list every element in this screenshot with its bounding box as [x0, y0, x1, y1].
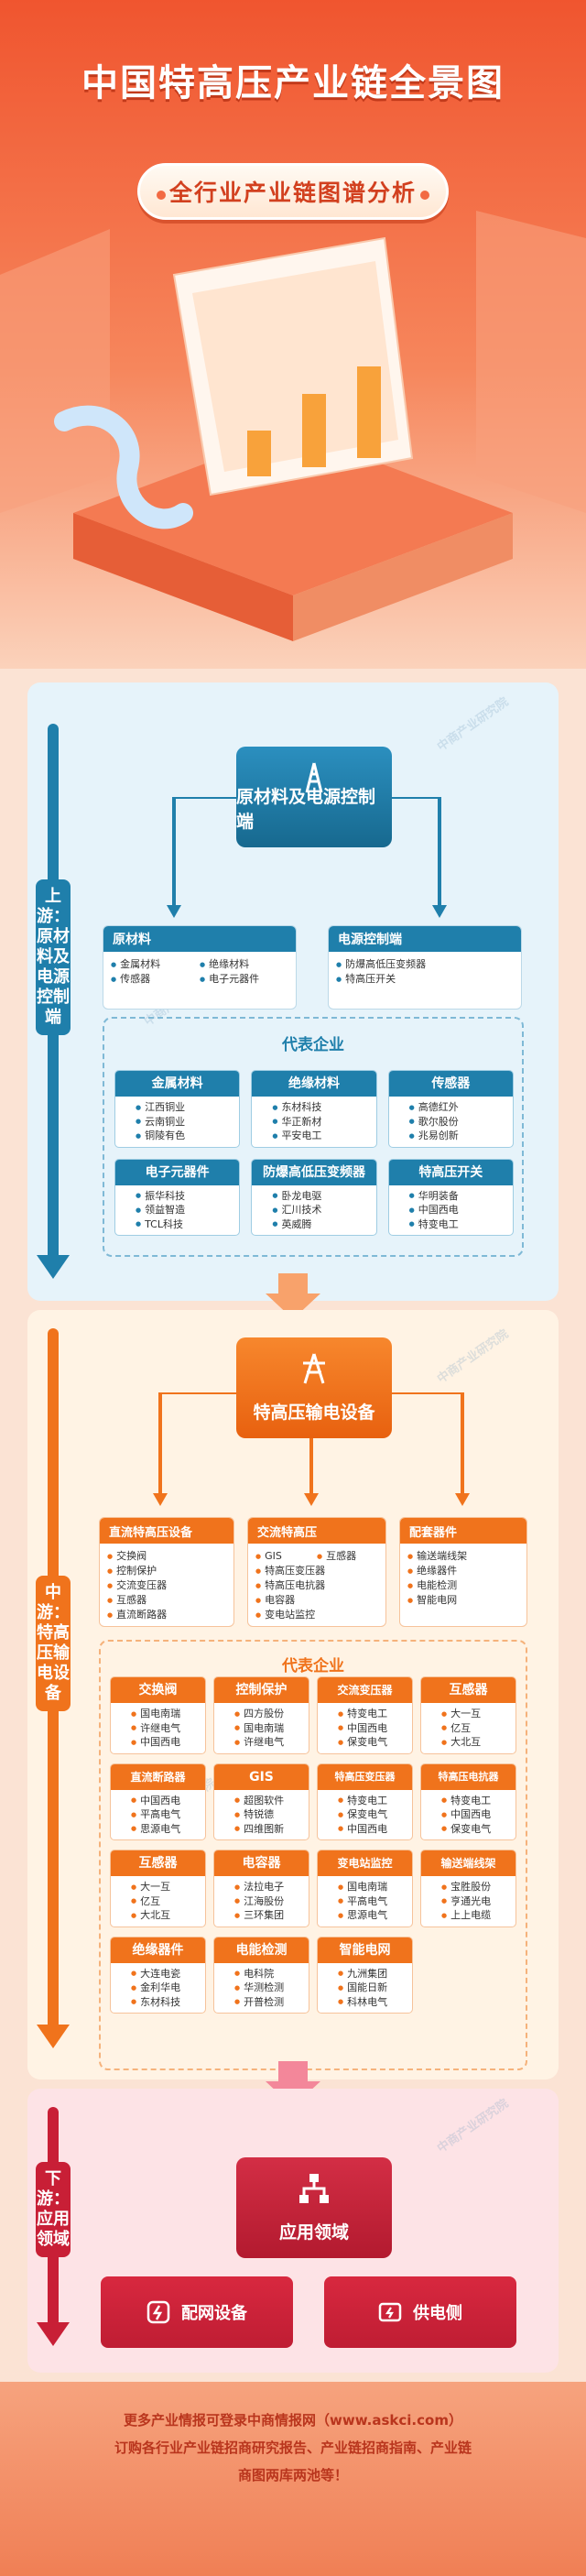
midstream-arrow-icon — [37, 2025, 70, 2048]
list-item: 交流变压器 — [107, 1578, 226, 1593]
list-item: 特高压变压器 — [255, 1564, 378, 1578]
hero-banner: 中国特高压产业链全景图 全行业产业链图谱分析 — [0, 0, 586, 669]
midstream-connectors — [153, 1392, 470, 1506]
category-card-ac-uhv: 交流特高压 GIS 互感器 特高压变压器 特高压电抗器 电容器 变电站监控 — [247, 1517, 386, 1627]
company-card: 交流变压器特变电工中国西电保变电气 — [317, 1676, 413, 1754]
company-card: 绝缘材料东材科技华正新材平安电工 — [251, 1070, 377, 1148]
downstream-arrow-icon — [37, 2322, 70, 2346]
list-item: 交换阀 — [107, 1549, 226, 1564]
category-title: 直流特高压设备 — [100, 1518, 233, 1544]
category-card-raw-materials: 原材料 金属材料 绝缘材料 传感器 电子元器件 — [103, 925, 297, 1010]
company-card: 防爆高低压变频器卧龙电驱汇川技术英威腾 — [251, 1158, 377, 1236]
category-card-accessories: 配套器件 输送端线架 绝缘器件 电能检测 智能电网 — [399, 1517, 527, 1627]
list-item: 互感器 — [107, 1593, 226, 1608]
list-item: 控制保护 — [107, 1564, 226, 1578]
category-card-dc-uhv: 直流特高压设备 交换阀 控制保护 交流变压器 互感器 直流断路器 — [99, 1517, 234, 1627]
company-card: GIS超图软件特锐德四维图新 — [213, 1763, 309, 1840]
list-item: 互感器 — [317, 1549, 378, 1564]
list-item: 输送端线架 — [407, 1549, 519, 1564]
midstream-side-label: 中游：特高压输电设备 — [36, 1576, 71, 1777]
company-card: 智能电网九洲集团国能日新科林电气 — [317, 1936, 413, 2014]
list-item: 电子元器件 — [200, 972, 288, 987]
footer-line: 商图两库两池等！ — [237, 2467, 348, 2483]
midstream-hub: 特高压输电设备 — [236, 1337, 392, 1438]
company-card: 互感器大一互亿互大北互 — [420, 1676, 516, 1754]
upstream-companies-box: 代表企业 — [103, 1017, 524, 1257]
company-card: 互感器大一互亿互大北互 — [110, 1850, 206, 1927]
company-card: 直流断路器中国西电平高电气思源电气 — [110, 1763, 206, 1840]
tower-icon — [305, 762, 323, 793]
company-card: 特高压变压器特变电工保变电气中国西电 — [317, 1763, 413, 1840]
company-card: 电能检测电科院华测检测开普检测 — [213, 1936, 309, 2014]
list-item: 特高压电抗器 — [255, 1578, 378, 1593]
subtitle-badge: 全行业产业链图谱分析 — [137, 163, 449, 220]
list-item: 绝缘器件 — [407, 1564, 519, 1578]
midstream-companies-box: 代表企业 — [99, 1640, 527, 2070]
list-item: GIS — [255, 1549, 317, 1564]
list-item: 直流断路器 — [107, 1608, 226, 1622]
category-card-power-control: 电源控制端 防爆高低压变频器 特高压开关 — [328, 925, 522, 1010]
list-item: 特高压开关 — [336, 972, 514, 987]
list-item: 智能电网 — [407, 1593, 519, 1608]
company-card: 金属材料江西铜业云南铜业铜陵有色 — [114, 1070, 241, 1148]
down-arrow-icon — [266, 2061, 320, 2107]
midstream-company-grid: 交换阀国电南瑞许继电气中国西电 控制保护四方股份国电南瑞许继电气 交流变压器特变… — [110, 1676, 516, 2014]
company-card: 绝缘器件大连电瓷金利华电东材科技 — [110, 1936, 206, 2014]
company-card: 传感器高德红外歌尔股份兆易创新 — [387, 1070, 514, 1148]
list-item: 变电站监控 — [255, 1608, 378, 1622]
footer-line: 订购各行业产业链招商研究报告、产业链招商指南、产业链 — [114, 2440, 472, 2456]
company-card: 交换阀国电南瑞许继电气中国西电 — [110, 1676, 206, 1754]
pylon-icon — [303, 1353, 325, 1384]
company-card: 输送端线架宝胜股份亨通光电上上电缆 — [420, 1850, 516, 1927]
rep-title: 代表企业 — [282, 1657, 344, 1675]
rep-title: 代表企业 — [282, 1036, 344, 1054]
category-title: 原材料 — [103, 926, 296, 952]
downstream-side-label: 下游：应用领域 — [36, 2162, 71, 2299]
company-card: 特高压开关华明装备中国西电特变电工 — [387, 1158, 514, 1236]
upstream-connectors — [167, 797, 447, 918]
upstream-hub: 原材料及电源控制端 — [236, 747, 392, 847]
subtitle-text: 全行业产业链图谱分析 — [168, 180, 417, 206]
company-card: 电子元器件振华科技领益智造TCL科技 — [114, 1158, 241, 1236]
company-card: 电容器法拉电子江海股份三环集团 — [213, 1850, 309, 1927]
list-item: 电能检测 — [407, 1578, 519, 1593]
company-card: 变电站监控国电南瑞平高电气思源电气 — [317, 1850, 413, 1927]
category-title: 交流特高压 — [248, 1518, 385, 1544]
category-title: 电源控制端 — [329, 926, 521, 952]
battery-icon — [378, 2302, 402, 2322]
footer: 更多产业情报可登录中商情报网（www.askci.com） 订购各行业产业链招商… — [0, 2382, 586, 2576]
plug-icon — [146, 2300, 170, 2324]
network-icon — [299, 2174, 329, 2203]
list-item: 防爆高低压变频器 — [336, 957, 514, 972]
upstream-arrow-icon — [37, 1255, 70, 1279]
list-item: 绝缘材料 — [200, 957, 288, 972]
footer-line: 更多产业情报可登录中商情报网（www.askci.com） — [124, 2412, 462, 2429]
category-title: 配套器件 — [400, 1518, 526, 1544]
app-card-distribution: 配网设备 — [101, 2276, 293, 2348]
page-title: 中国特高压产业链全景图 — [81, 62, 505, 104]
list-item: 电容器 — [255, 1593, 378, 1608]
app-card-supply: 供电侧 — [324, 2276, 516, 2348]
down-arrow-icon — [266, 1273, 320, 1319]
upstream-side-label: 上游：原材料及电源控制端 — [36, 879, 71, 1118]
downstream-hub: 应用领域 — [236, 2157, 392, 2258]
upstream-company-grid: 金属材料江西铜业云南铜业铜陵有色 绝缘材料东材科技华正新材平安电工 传感器高德红… — [114, 1070, 514, 1236]
list-item: 金属材料 — [111, 957, 200, 972]
company-card: 特高压电抗器特变电工中国西电保变电气 — [420, 1763, 516, 1840]
company-card: 控制保护四方股份国电南瑞许继电气 — [213, 1676, 309, 1754]
hero-illustration — [0, 211, 586, 641]
list-item: 传感器 — [111, 972, 200, 987]
